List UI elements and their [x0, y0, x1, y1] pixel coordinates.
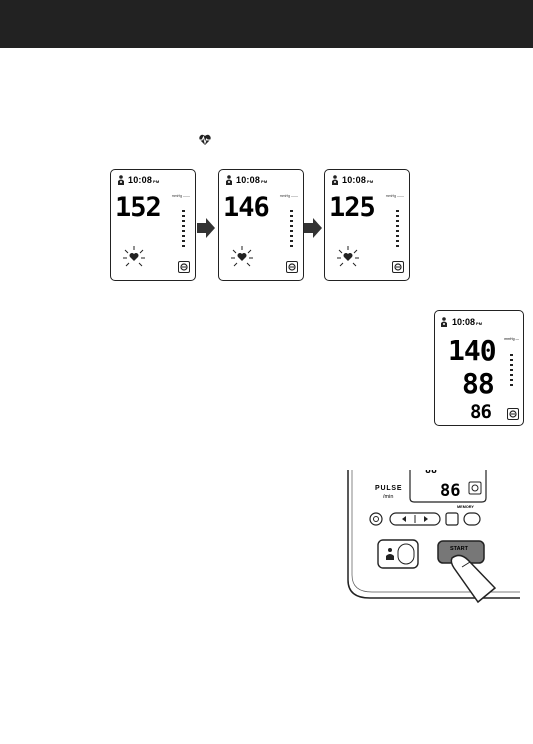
cuff-wrap-icon — [507, 408, 519, 420]
unit-label: mmHg —— — [280, 194, 298, 198]
user-icon — [440, 317, 448, 327]
heartbeat-icon — [198, 133, 212, 147]
pressure-scale-icon — [290, 210, 295, 250]
time-display: 10:08PM — [236, 175, 267, 185]
right-arrow-icon — [197, 218, 215, 238]
device-illustration: 88 86 PULSE /min MEMORY START — [330, 470, 530, 610]
pressure-scale-icon — [510, 354, 515, 396]
pressure-scale-icon — [182, 210, 187, 250]
diastolic-reading: 88 — [462, 370, 494, 398]
time-display: 10:08PM — [128, 175, 159, 185]
pulse-unit: /min — [383, 494, 393, 500]
unit-label: mmHg — — [504, 337, 519, 341]
lcd-screen-2: 10:08PM mmHg —— 146 — [218, 169, 304, 281]
heartbeat-icon — [229, 244, 255, 270]
cuff-wrap-icon — [286, 261, 298, 273]
cuff-wrap-icon — [392, 261, 404, 273]
lcd-screen-1: 10:08PM mmHg —— 152 — [110, 169, 196, 281]
pressure-reading: 146 — [223, 194, 269, 221]
systolic-reading: 140 — [448, 337, 496, 365]
header-bar — [0, 0, 533, 48]
pulse-label: PULSE — [375, 485, 402, 492]
average-button[interactable] — [464, 513, 480, 525]
heartbeat-icon — [335, 244, 361, 270]
power-button[interactable] — [370, 513, 382, 525]
right-arrow-icon — [304, 218, 322, 238]
pulse-reading: 86 — [470, 403, 491, 422]
svg-text:88: 88 — [425, 470, 437, 476]
pressure-reading: 152 — [115, 194, 161, 221]
memory-button[interactable] — [446, 513, 458, 525]
time-display: 10:08PM — [452, 317, 482, 327]
pressure-scale-icon — [396, 210, 401, 250]
heartbeat-icon — [121, 244, 147, 270]
start-label: START — [450, 546, 469, 552]
lcd-screen-3: 10:08PM mmHg —— 125 — [324, 169, 410, 281]
user-icon — [225, 175, 233, 185]
user-icon — [331, 175, 339, 185]
user-icon — [117, 175, 125, 185]
memory-label: MEMORY — [457, 505, 474, 509]
pressure-reading: 125 — [329, 194, 375, 221]
cuff-wrap-icon — [178, 261, 190, 273]
unit-label: mmHg —— — [386, 194, 404, 198]
unit-label: mmHg —— — [172, 194, 190, 198]
result-lcd-screen: 10:08PM mmHg — 140 88 86 — [434, 310, 524, 426]
time-display: 10:08PM — [342, 175, 373, 185]
device-pulse-value: 86 — [440, 481, 460, 501]
